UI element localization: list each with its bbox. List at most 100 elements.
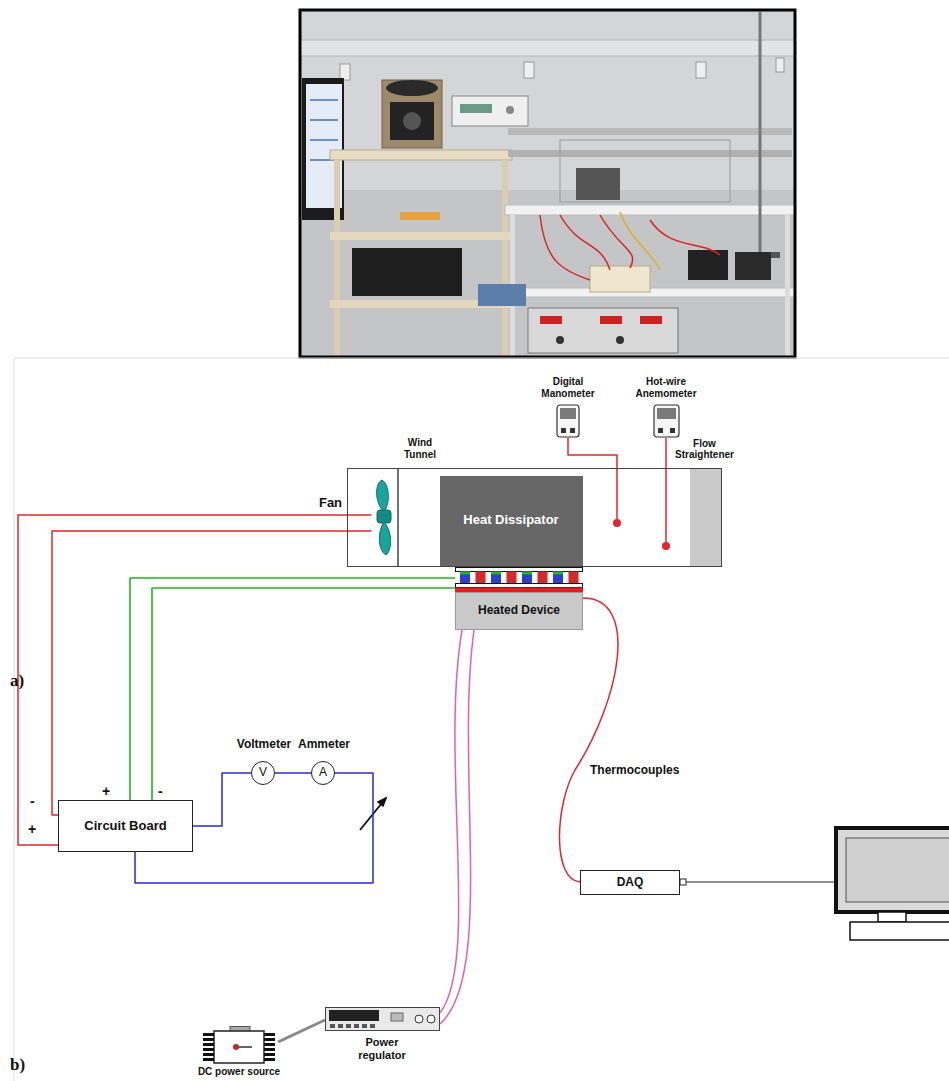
- photo-cart: [330, 232, 512, 240]
- variable-resistor-symbol: [378, 798, 386, 806]
- power-regulator: Power regulator: [325, 1007, 440, 1031]
- dc-power-source: [203, 1058, 214, 1061]
- photo-wall: [300, 10, 795, 357]
- node-heading: Ammeter: [294, 738, 354, 752]
- photo-meter: [506, 106, 514, 114]
- node-label: Heated Device: [478, 604, 560, 618]
- node-label: V: [259, 766, 267, 780]
- dc-power-source: [264, 1048, 275, 1051]
- heated-device: [569, 572, 579, 584]
- photo-bench: [735, 252, 771, 280]
- photo-variac: [382, 80, 442, 148]
- digital-manometer: [557, 405, 579, 437]
- polarity-sign: -: [30, 794, 35, 809]
- wire: [275, 772, 311, 774]
- device-body: Heated Device: [455, 592, 583, 630]
- node-heading: Digital Manometer: [528, 376, 608, 399]
- dc-power-source: [203, 1053, 214, 1056]
- power-regulator: [329, 1010, 379, 1021]
- computer-icon: [850, 922, 949, 940]
- node-label: DAQ: [617, 876, 644, 890]
- photo-power-supply: [616, 336, 624, 344]
- heated-device: [553, 572, 563, 584]
- photo-meter: [452, 96, 528, 126]
- photo-bench: [560, 140, 730, 202]
- heated-device: Heated Device: [455, 567, 583, 630]
- daq-cable: [680, 879, 686, 885]
- circuit-board: Circuit Board: [58, 800, 193, 852]
- wire: [559, 598, 617, 882]
- photo-bench: [590, 266, 650, 292]
- power-regulator: [370, 1024, 375, 1028]
- node-heading: Hot-wire Anemometer: [626, 376, 706, 399]
- photo-power-supply: [640, 316, 662, 324]
- photo-cart: [502, 160, 508, 357]
- photo-monitor: [310, 139, 338, 141]
- photo-cart: [334, 160, 340, 357]
- power-regulator: [338, 1024, 343, 1028]
- node-label: Heat Dissipator: [463, 513, 558, 528]
- wire-label: Thermocouples: [588, 762, 681, 778]
- photo-power-supply: [528, 308, 678, 353]
- node-heading: Flow Straightener: [670, 438, 740, 461]
- daq-box: DAQ: [580, 870, 680, 895]
- heated-device: [522, 572, 532, 584]
- photo-bench: [505, 205, 795, 215]
- flow-straightener: Flow Straightener: [690, 469, 721, 566]
- panel-label: b): [10, 1056, 25, 1075]
- photo-cart: [330, 150, 512, 357]
- photo-power-supply: [600, 316, 622, 324]
- power-regulator: [346, 1024, 351, 1028]
- node-heading: Voltmeter: [229, 738, 299, 752]
- hot-wire-anemometer: Hot-wire Anemometer: [653, 404, 680, 438]
- heated-device: [456, 568, 583, 572]
- dc-power-source: [203, 1043, 214, 1046]
- photo-wall: [524, 62, 534, 78]
- power-regulator: [427, 1015, 435, 1023]
- photo-frame: [300, 10, 795, 357]
- power-regulator: [326, 1008, 440, 1031]
- wire: [665, 438, 667, 546]
- photo-bench: [759, 12, 762, 252]
- photo-variac: [390, 102, 434, 140]
- hot-wire-anemometer: [670, 428, 675, 433]
- photo-bench: [688, 250, 728, 280]
- wire: [278, 1020, 325, 1042]
- fan: Fan: [372, 478, 396, 556]
- heated-device: [553, 572, 563, 575]
- photo-wall: [696, 62, 706, 78]
- fan: [379, 522, 390, 555]
- photo-variac: [386, 80, 438, 96]
- photo-variac: [403, 112, 421, 130]
- heated-device: [522, 572, 532, 575]
- photo-meter: [460, 104, 492, 113]
- wire: [130, 578, 455, 800]
- heated-device: [507, 572, 517, 584]
- polarity-sign: +: [102, 784, 110, 799]
- heated-device: [456, 584, 583, 588]
- power-regulator: [330, 1024, 335, 1028]
- heated-device: [460, 572, 470, 575]
- dc-power-source: [264, 1058, 275, 1061]
- photo-bench: [540, 215, 720, 280]
- heated-device: [538, 572, 548, 584]
- heated-device: [491, 572, 501, 584]
- photo-wall: [340, 64, 350, 80]
- polarity-sign: +: [28, 822, 36, 837]
- photo-bench: [478, 12, 795, 357]
- wire: [152, 588, 455, 800]
- digital-manometer: Digital Manometer: [556, 404, 580, 438]
- photo-wall: [300, 40, 795, 56]
- probe-dot: [613, 519, 670, 550]
- photo-wall: [776, 58, 784, 72]
- power-regulator: [391, 1013, 403, 1021]
- computer-icon: [836, 828, 949, 940]
- wind-tunnel: Wind TunnelFanHeat DissipatorFlow Straig…: [347, 468, 722, 567]
- dc-power-source: [203, 1048, 214, 1051]
- photo-bench: [576, 168, 620, 200]
- wire: [440, 630, 474, 1024]
- ammeter: AmmeterA: [311, 761, 335, 785]
- node-label: Circuit Board: [84, 819, 166, 834]
- node-heading: DC power source: [189, 1066, 289, 1078]
